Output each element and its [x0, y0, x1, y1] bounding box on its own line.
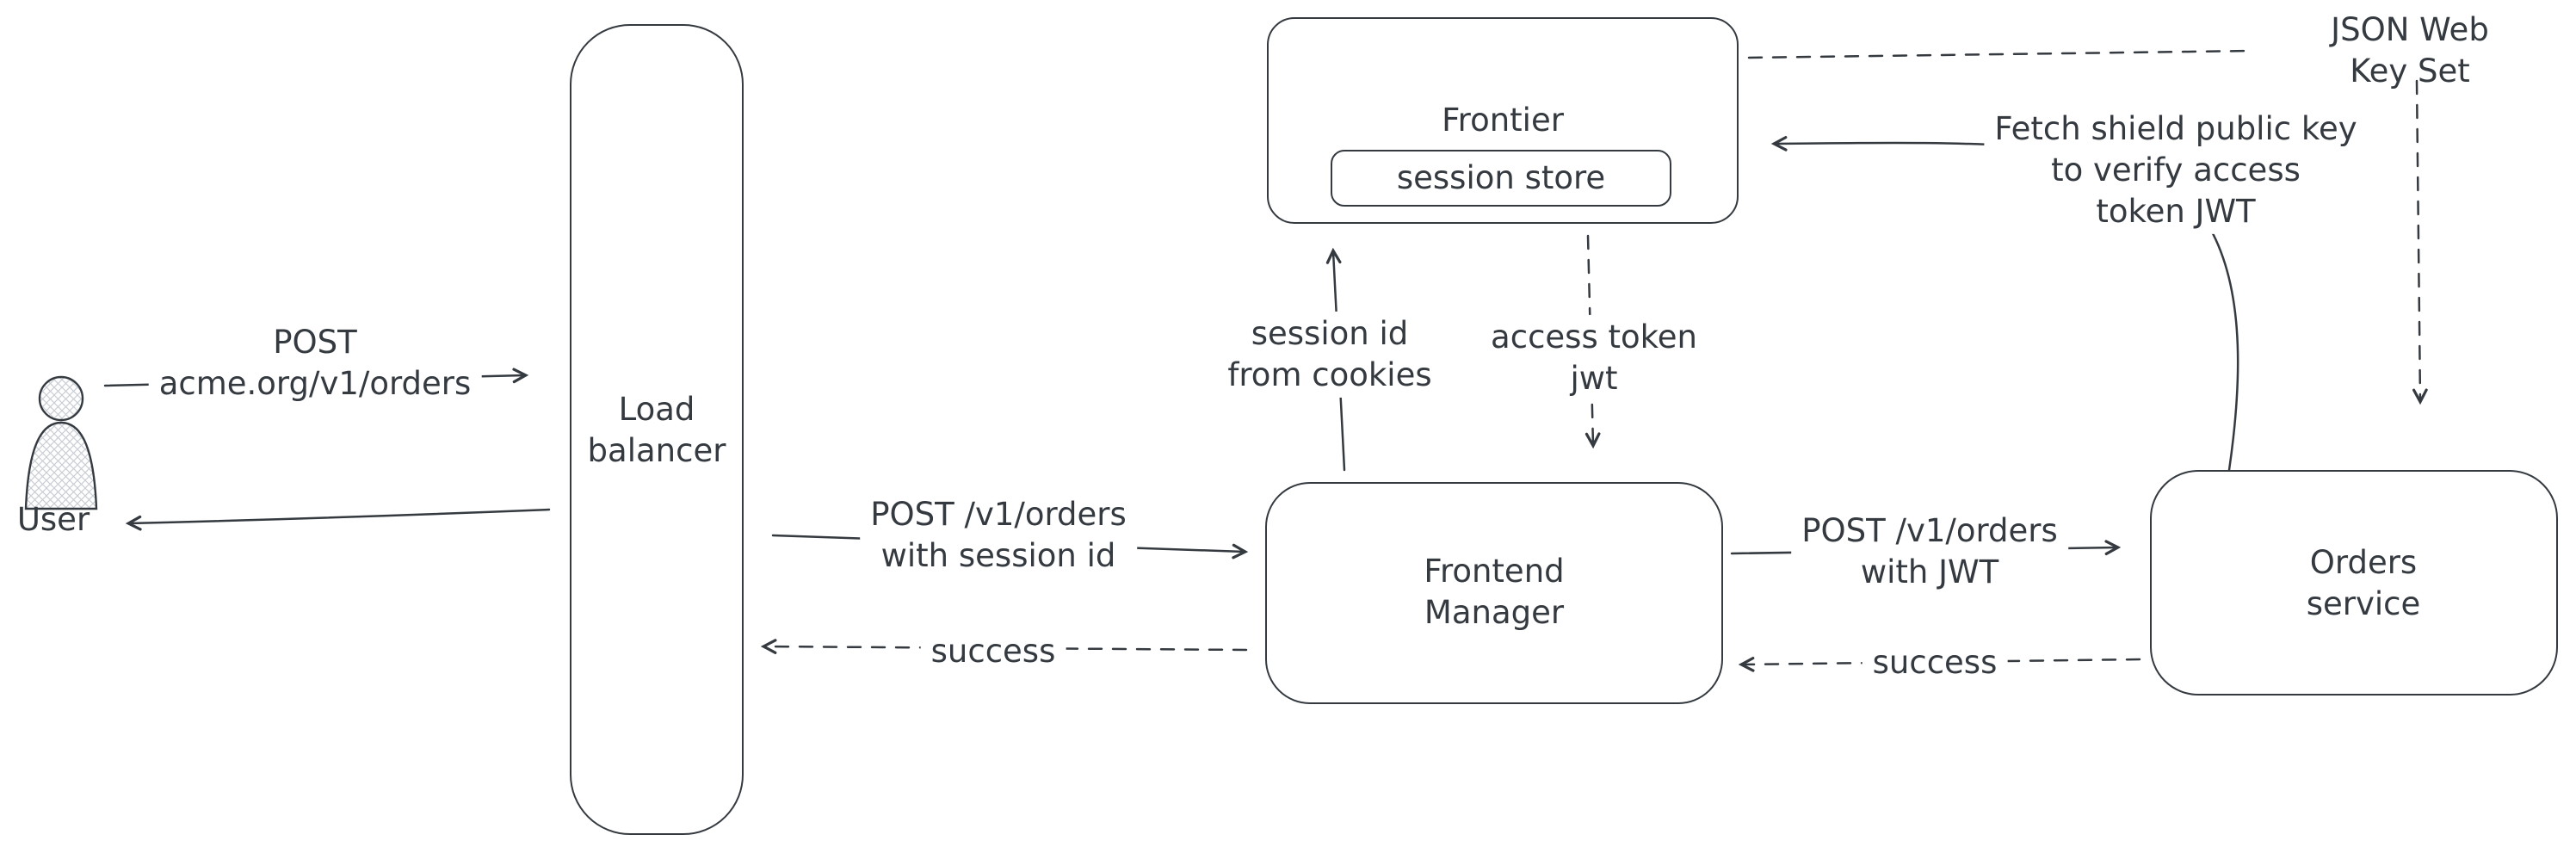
frontier-label: Frontier [1442, 101, 1564, 139]
orders-service-node [2150, 470, 2558, 696]
jwks-label: JSON Web Key Set [2331, 10, 2489, 90]
user-label: User [16, 500, 90, 538]
arrow-jwks-to-orders-service [2412, 79, 2428, 405]
edge-label-success-left: success [920, 628, 1066, 675]
orders-service-label: Orders service [2306, 543, 2421, 622]
line-frontier-to-jwks [1747, 49, 2255, 59]
edge-label-post-with-session-id: POST /v1/orders with session id [860, 492, 1137, 579]
frontend-manager-label: Frontend Manager [1424, 552, 1565, 631]
session-store-node [1331, 150, 1671, 207]
user-icon [24, 375, 98, 510]
edge-label-session-id-from-cookies: session id from cookies [1217, 311, 1442, 399]
arrow-load-balancer-to-user [125, 508, 551, 531]
edge-label-fetch-shield-public-key: Fetch shield public key to verify access… [1984, 106, 2368, 235]
session-store-label: session store [1396, 158, 1606, 196]
edge-label-success-right: success [1862, 640, 2008, 686]
edge-label-post-acme-orders: POST acme.org/v1/orders [148, 319, 482, 407]
load-balancer-node [570, 24, 744, 835]
edge-label-post-with-jwt: POST /v1/orders with JWT [1791, 508, 2068, 596]
load-balancer-label: Load balancer [587, 390, 726, 469]
frontend-manager-node [1265, 482, 1723, 704]
edge-label-access-token-jwt: access token jwt [1480, 314, 1708, 402]
